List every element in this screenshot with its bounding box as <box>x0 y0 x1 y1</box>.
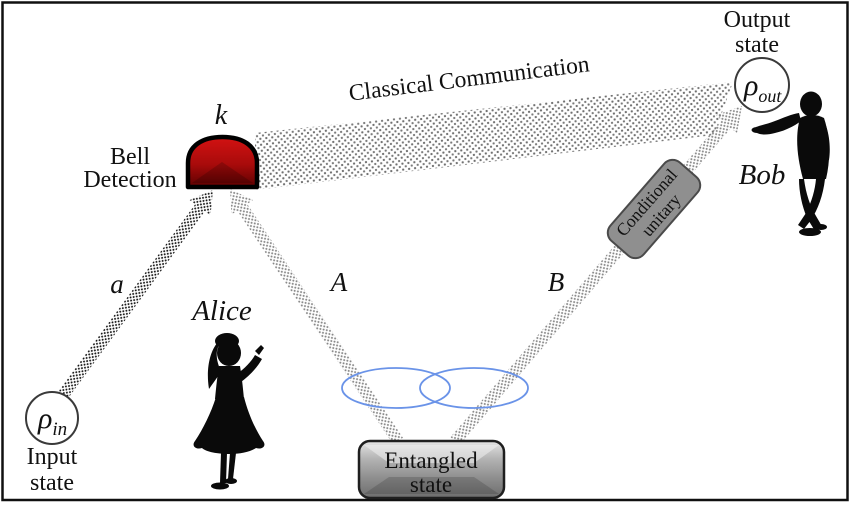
conditional-unitary-box: Conditional unitary <box>606 158 702 260</box>
input-state-caption-line2: state <box>30 470 74 496</box>
bell-detector-dome <box>185 134 260 190</box>
rho-in-symbol: ρ <box>37 402 52 435</box>
alice-silhouette <box>193 333 265 490</box>
output-state-caption-line2: state <box>735 32 779 58</box>
output-state-circle <box>734 57 790 113</box>
input-state-circle <box>25 391 79 445</box>
input-state-symbol: ρin <box>37 402 67 440</box>
bell-detection-label-line1: Bell <box>110 144 150 170</box>
rho-out-subscript: out <box>758 86 782 106</box>
output-state-caption-line1: Output <box>724 7 791 33</box>
conditional-unitary-rect <box>606 158 702 260</box>
bell-detection-label-line2: Detection <box>83 167 176 193</box>
bell-detector-facet <box>192 162 253 183</box>
bell-outcome-label: k <box>215 100 228 131</box>
bob-silhouette <box>751 91 830 236</box>
rho-in-subscript: in <box>52 419 67 440</box>
output-state-symbol: ρout <box>743 69 782 106</box>
input-state-caption-line1: Input <box>27 444 78 470</box>
output-state-node: ρout Output state <box>724 7 791 113</box>
entangled-state-label-line2: state <box>410 472 452 497</box>
entangled-state-bevel-bottom <box>364 477 499 494</box>
alice-label: Alice <box>190 295 252 327</box>
entanglement-ellipse-right <box>419 367 529 409</box>
input-state-node: ρin Input state <box>25 391 79 496</box>
rho-out-symbol: ρ <box>743 69 758 102</box>
mode-a-label: a <box>110 269 124 299</box>
bell-detector <box>185 134 260 190</box>
entanglement-ellipse-left <box>341 367 451 409</box>
entangled-state-label-line1: Entangled <box>384 448 478 473</box>
classical-channel-label: Classical Communication <box>347 51 591 106</box>
bob-label: Bob <box>739 159 786 191</box>
entangled-state-bevel-top <box>364 445 499 463</box>
mode-B-label: B <box>548 267 565 297</box>
quantum-channel-a-beam <box>53 190 214 406</box>
classical-channel-band <box>255 82 733 190</box>
quantum-channel-A-beam <box>230 189 403 445</box>
entangled-state-box: Entangled state <box>357 439 506 500</box>
mode-A-label: A <box>329 267 348 297</box>
